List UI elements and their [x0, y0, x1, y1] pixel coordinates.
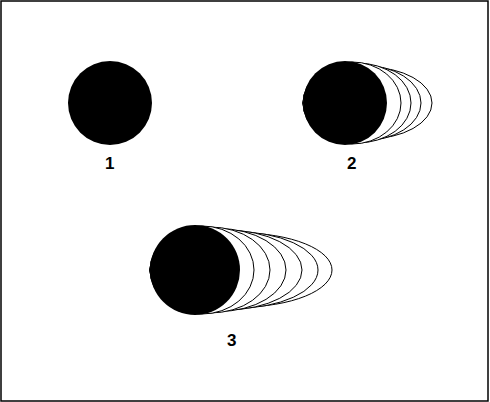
circle-one [68, 61, 152, 145]
circle-two [303, 61, 432, 145]
black-disc [68, 61, 152, 145]
circle-three [150, 225, 332, 315]
callout-number: 2 [347, 155, 356, 172]
trail-outline [150, 226, 254, 314]
black-disc [303, 61, 387, 145]
trail-outline [303, 62, 401, 144]
callout-number: 1 [105, 155, 114, 172]
black-disc [150, 225, 240, 315]
callout-number: 3 [227, 332, 236, 349]
